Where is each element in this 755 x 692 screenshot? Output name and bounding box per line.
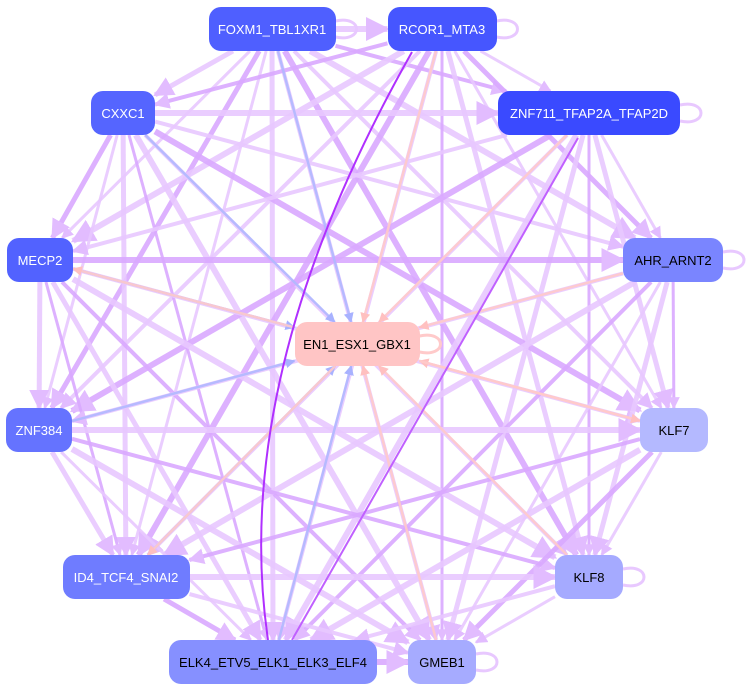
edge-ZNF711_TFAP2A_TFAP2D-ELK4_ETV5_ELK1_ELK3_ELF4 xyxy=(283,133,579,643)
node-gmeb1[interactable]: GMEB1 xyxy=(408,640,476,684)
edge-KLF8-GMEB1 xyxy=(474,595,556,644)
node-rcor1-mta3[interactable]: RCOR1_MTA3 xyxy=(387,7,497,51)
edge-MECP2-KLF8 xyxy=(71,276,558,560)
edge-KLF7-KLF8 xyxy=(600,451,663,557)
self-loop-RCOR1_MTA3 xyxy=(496,18,519,40)
edge-ZNF384-ID4_TCF4_SNAI2 xyxy=(49,450,116,557)
edge-ZNF711-ELK4 xyxy=(291,137,579,641)
self-loop-KLF8 xyxy=(622,566,646,588)
edge-RCOR1_MTA3-MECP2 xyxy=(70,48,406,244)
edge-KLF7-ID4_TCF4_SNAI2 xyxy=(187,437,641,564)
edge-FOXM1_TBL1XR1-ELK4_ETV5_ELK1_ELK3_ELF4 xyxy=(262,50,283,642)
node-label: ELK4_ETV5_ELK1_ELK3_ELF4 xyxy=(179,654,367,670)
node-klf8[interactable]: KLF8 xyxy=(555,555,623,599)
node-label: AHR_ARNT2 xyxy=(634,252,712,268)
edge-CXXC1-MECP2 xyxy=(50,133,113,240)
edge-ID4_TCF4_SNAI2-ELK4_ETV5_ELK1_ELK3_ELF4 xyxy=(162,596,237,643)
edge-MECP2-ZNF384 xyxy=(29,281,50,410)
self-loop-FOXM1_TBL1XR1 xyxy=(335,18,358,40)
edge-AHR_ARNT2-ID4_TCF4_SNAI2 xyxy=(161,279,637,558)
node-id4-tcf4-snai2[interactable]: ID4_TCF4_SNAI2 xyxy=(62,555,190,599)
node-label: GMEB1 xyxy=(419,654,465,670)
edge-AHR_ARNT2-KLF7 xyxy=(667,281,680,410)
edge-RCOR1_MTA3-ZNF711_TFAP2A_TFAP2D xyxy=(479,49,552,93)
node-ahr-arnt2[interactable]: AHR_ARNT2 xyxy=(623,238,723,282)
edge-RCOR1_MTA3-CXXC1 xyxy=(153,41,389,109)
edge-KLF8-ELK4_ETV5_ELK1_ELK3_ELF4 xyxy=(353,584,556,644)
edge-AHR_ARNT2-EN1 xyxy=(418,272,624,330)
edge-ELK4_ETV5_ELK1_ELK3_ELF4-EN1 xyxy=(277,365,354,641)
node-label: RCOR1_MTA3 xyxy=(398,21,486,37)
self-loop-EN1_ESX1_GBX1 xyxy=(419,333,442,355)
node-label: CXXC1 xyxy=(101,105,145,121)
edge-CXXC1-EN1 xyxy=(144,134,336,323)
node-label: EN1_ESX1_GBX1 xyxy=(303,336,411,352)
edge-ZNF711_TFAP2A_TFAP2D-MECP2 xyxy=(71,133,508,256)
self-loop-AHR_ARNT2 xyxy=(722,249,746,271)
edge-EN1-KLF7 xyxy=(419,359,641,424)
edge-FOXM1_TBL1XR1-CXXC1 xyxy=(153,48,235,98)
edge-CXXC1-KLF7 xyxy=(153,128,643,414)
node-cxxc1[interactable]: CXXC1 xyxy=(91,91,155,135)
edge-KLF7-ELK4_ETV5_ELK1_ELK3_ELF4 xyxy=(308,447,642,643)
self-loop-ZNF711_TFAP2A_TFAP2D xyxy=(679,102,703,124)
edge-ZNF711_TFAP2A_TFAP2D-AHR_ARNT2 xyxy=(600,134,662,240)
node-label: MECP2 xyxy=(17,252,63,268)
edge-RCOR1_MTA3-EN1 xyxy=(360,50,438,323)
node-label: ZNF711_TFAP2A_TFAP2D xyxy=(510,105,668,121)
node-label: FOXM1_TBL1XR1 xyxy=(217,21,327,37)
node-label: KLF7 xyxy=(658,422,690,438)
edge-RCOR1_MTA3-ID4_TCF4_SNAI2 xyxy=(136,49,432,558)
edge-EN1-MECP2 xyxy=(72,266,295,329)
edge-EN1-ID4 xyxy=(146,365,337,556)
node-foxm1-tbl1xr1[interactable]: FOXM1_TBL1XR1 xyxy=(208,7,336,51)
node-en1-esx1-gbx1[interactable]: EN1_ESX1_GBX1 xyxy=(294,322,420,366)
edge-RCOR1-ELK4 xyxy=(260,51,413,641)
node-znf711-tfap2a-tfap2d[interactable]: ZNF711_TFAP2A_TFAP2D xyxy=(498,91,680,135)
edge-ZNF711_TFAP2A_TFAP2D-EN1 xyxy=(378,134,568,323)
node-klf7[interactable]: KLF7 xyxy=(640,408,708,452)
node-elk4-etv5-elk1-elk3-elf4[interactable]: ELK4_ETV5_ELK1_ELK3_ELF4 xyxy=(169,640,377,684)
edge-CXXC1-AHR_ARNT2 xyxy=(154,119,625,251)
edge-GMEB1-EN1 xyxy=(360,365,438,641)
node-label: ID4_TCF4_SNAI2 xyxy=(73,569,179,585)
self-loop-GMEB1 xyxy=(475,651,499,673)
node-label: ZNF384 xyxy=(15,422,63,438)
edge-ZNF384-EN1 xyxy=(71,358,296,423)
edge-FOXM1_TBL1XR1-EN1 xyxy=(276,50,354,323)
node-mecp2[interactable]: MECP2 xyxy=(7,238,73,282)
node-label: KLF8 xyxy=(573,569,605,585)
edge-KLF8-EN1 xyxy=(378,365,568,556)
node-znf384[interactable]: ZNF384 xyxy=(6,408,72,452)
